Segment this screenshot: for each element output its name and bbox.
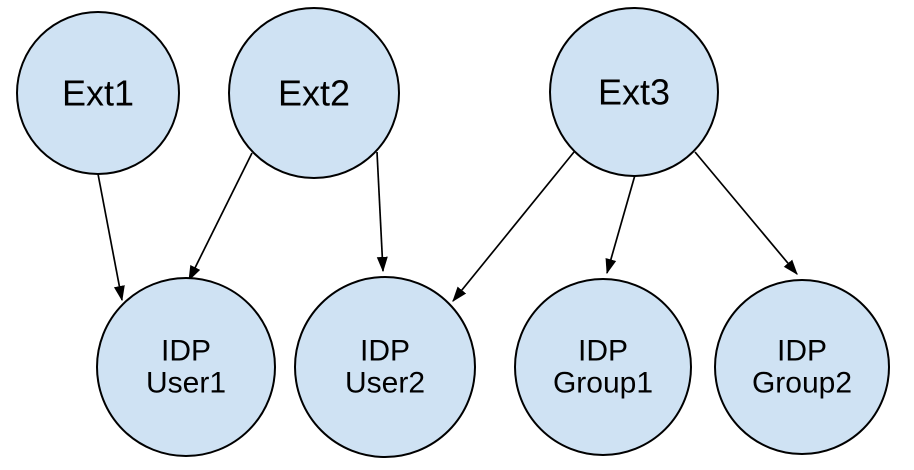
node-ext3: Ext3 <box>549 7 719 177</box>
node-circle <box>294 276 476 458</box>
edge-ext3-to-idp-group2 <box>694 151 798 275</box>
edge-ext1-to-idp-user1 <box>97 173 125 302</box>
node-circle <box>16 11 180 175</box>
node-label-line: User1 <box>146 367 226 400</box>
node-label: Ext2 <box>278 73 350 114</box>
node-label-line: User2 <box>345 367 425 400</box>
node-circle <box>549 7 719 177</box>
node-circle <box>714 279 890 455</box>
node-label: Ext3 <box>598 72 670 113</box>
node-circle <box>96 277 276 457</box>
node-label-line: Ext2 <box>278 73 350 114</box>
edge-ext3-to-idp-user2 <box>452 151 575 302</box>
node-label-line: Ext3 <box>598 72 670 113</box>
edges-layer <box>97 151 798 302</box>
node-label-line: Group1 <box>553 367 653 400</box>
node-label: Ext1 <box>62 73 134 114</box>
node-label-line: IDP <box>578 335 628 368</box>
node-label-line: Group2 <box>752 367 852 400</box>
node-label-line: IDP <box>360 335 410 368</box>
node-ext1: Ext1 <box>16 11 180 175</box>
node-label-line: Ext1 <box>62 73 134 114</box>
edge-ext3-to-idp-group1 <box>605 174 636 275</box>
edge-ext2-to-idp-user2 <box>376 151 388 273</box>
node-ext2: Ext2 <box>228 7 400 179</box>
node-circle <box>514 278 692 456</box>
node-label-line: IDP <box>777 335 827 368</box>
edge-ext2-to-idp-user1 <box>188 152 253 282</box>
node-label-line: IDP <box>161 335 211 368</box>
node-circle <box>228 7 400 179</box>
